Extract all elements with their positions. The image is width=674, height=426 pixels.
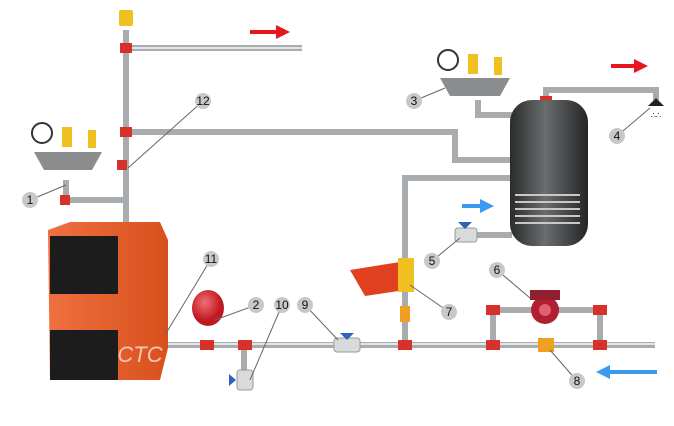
pressure-gauge-icon (437, 49, 459, 71)
circulation-pump (530, 290, 560, 324)
safety-group-right (437, 49, 510, 96)
callout-markers (22, 93, 625, 389)
cold-flow-arrow-icon (462, 199, 494, 213)
svg-text:∴∴: ∴∴ (651, 111, 661, 120)
check-valve (538, 338, 554, 352)
hot-water-tank (510, 100, 588, 246)
callout-6: 6 (494, 263, 501, 277)
air-vent-icon (62, 127, 72, 147)
callout-2: 2 (253, 298, 260, 312)
hot-flow-arrow-icon (611, 59, 648, 73)
callout-12: 12 (196, 94, 210, 108)
safety-group-left (31, 122, 102, 170)
flow-meter (400, 306, 410, 322)
boiler: CTC (48, 222, 168, 380)
magnetic-filter (350, 258, 414, 296)
cold-flow-arrow-icon (596, 365, 657, 379)
ball-valves (117, 160, 478, 391)
callout-10: 10 (275, 298, 289, 312)
air-vent-icon (119, 10, 133, 26)
callout-5: 5 (429, 254, 436, 268)
callout-9: 9 (302, 298, 309, 312)
callout-3: 3 (411, 94, 418, 108)
boiler-logo: CTC (117, 342, 162, 367)
shower-head-icon: ∴∴ (648, 98, 664, 120)
safety-valve-icon (494, 57, 502, 75)
callout-4: 4 (614, 129, 621, 143)
callout-7: 7 (446, 305, 453, 319)
expansion-vessel (192, 290, 224, 326)
callout-1: 1 (27, 193, 34, 207)
callout-11: 11 (205, 252, 218, 266)
safety-valve-icon (88, 130, 96, 148)
fittings (60, 43, 607, 350)
air-vent-icon (468, 54, 478, 74)
callout-8: 8 (574, 374, 581, 388)
hot-flow-arrow-icon (250, 25, 290, 39)
pressure-gauge-icon (31, 122, 53, 144)
